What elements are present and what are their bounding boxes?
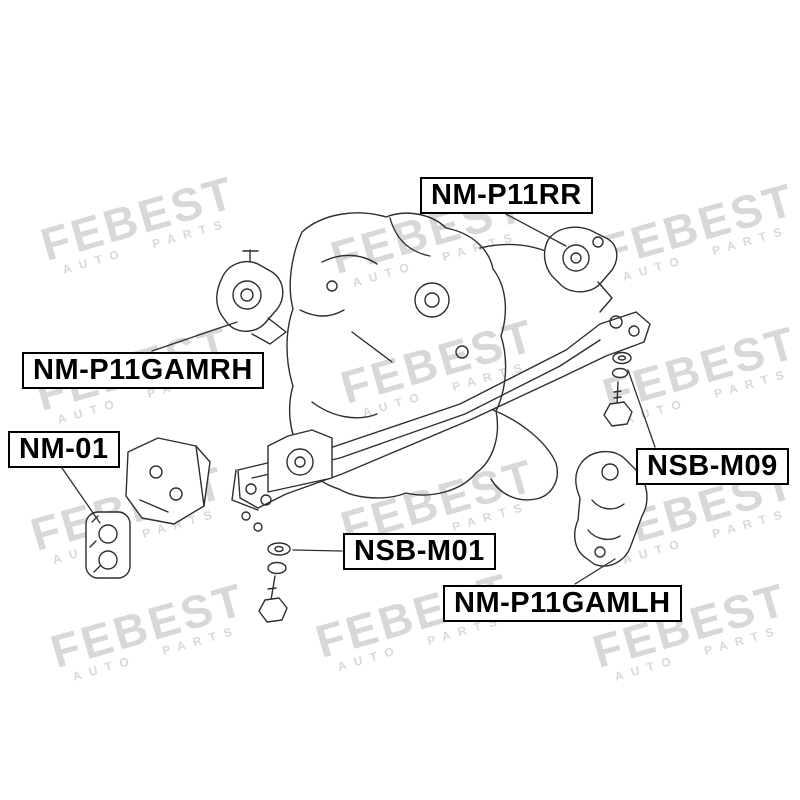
part-label-nm-p11gamlh: NM-P11GAMLH <box>443 585 682 622</box>
part-label-nm-p11rr: NM-P11RR <box>420 177 593 214</box>
engine-outline-drawing <box>286 212 558 501</box>
subframe-drawing <box>231 311 651 532</box>
bolt-nsb-m09-drawing <box>603 351 633 427</box>
leader-lines <box>61 213 656 585</box>
mount-nm-p11gamlh-drawing <box>574 451 648 567</box>
bolt-nsb-m01-drawing <box>258 542 291 623</box>
insulator-nm-01-drawing <box>85 511 131 579</box>
mount-bracket-drawing <box>125 437 211 525</box>
part-label-nm-01: NM-01 <box>8 431 120 468</box>
part-label-nm-p11gamrh: NM-P11GAMRH <box>22 352 264 389</box>
part-label-nsb-m01: NSB-M01 <box>343 533 496 570</box>
part-label-nsb-m09: NSB-M09 <box>636 448 789 485</box>
mount-nm-p11gamrh-drawing <box>216 249 287 345</box>
